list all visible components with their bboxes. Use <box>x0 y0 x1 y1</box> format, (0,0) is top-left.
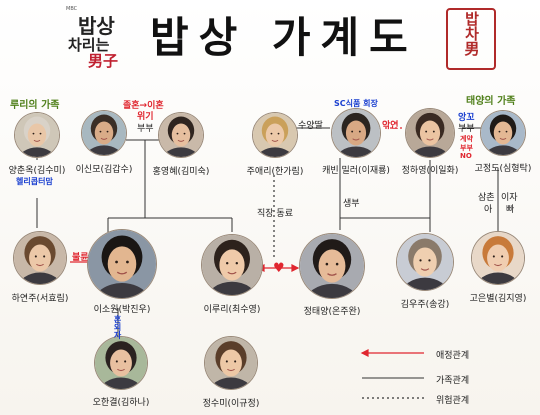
name-hong: 홍영혜(김미숙) <box>152 167 210 177</box>
arrow-right <box>291 264 300 272</box>
label-affair: 불륜 <box>72 253 89 263</box>
name-oh: 오한결(김하나) <box>92 398 150 408</box>
show-logo: MBC 밥상 차리는 男子 <box>66 6 136 72</box>
logo-line2: 차리는 <box>68 36 110 54</box>
label-helicopter-mom: 헬리콥터맘 <box>16 177 53 186</box>
name-jung_hwa: 정하영(이일화) <box>401 166 459 176</box>
label-couple-go: 부부 <box>458 124 475 134</box>
label-contract-3: NO <box>460 152 472 160</box>
name-ha: 하연주(서효림) <box>11 294 69 304</box>
portrait-lee_sw <box>88 230 156 298</box>
name-caven: 캐빈 밀러(이재룡) <box>322 166 390 176</box>
label-uncle-1: 삼촌 <box>478 193 495 203</box>
stamp-logo: 밥차男 <box>446 8 496 70</box>
name-lee_sinmo: 이신모(김갑수) <box>75 165 133 175</box>
portrait-jung_hwa <box>406 109 454 157</box>
label-adopted-daughter: 수양딸 <box>298 121 323 131</box>
name-go_jd: 고정도(심형탁) <box>474 164 532 174</box>
name-jung_ty: 정태양(온주완) <box>303 307 361 317</box>
portrait-kim_wj <box>397 234 453 290</box>
label-contract-2: 부부 <box>460 144 473 152</box>
logo-line1: 밥상 <box>78 14 115 38</box>
portrait-jung_sm <box>205 337 257 389</box>
label-divorce: 졸혼→이혼 <box>123 101 164 111</box>
heart-icon: ♥ <box>273 261 285 276</box>
label-contract-1: 계약 <box>460 135 473 143</box>
label-biological-father: 생부 <box>343 199 360 209</box>
label-illegitimate-child: 혼외자 <box>113 315 122 339</box>
group-label-taeyang: 태양의 가족 <box>466 96 516 107</box>
portrait-yang <box>15 113 59 157</box>
label-cousin-2: 빠 <box>506 205 515 215</box>
portrait-go_eb <box>472 232 524 284</box>
portrait-oh <box>95 337 147 389</box>
legend-love-arrow <box>360 349 369 357</box>
portrait-lee_sinmo <box>82 111 126 155</box>
name-ju: 주애리(한가림) <box>246 167 304 177</box>
portrait-ha <box>14 232 66 284</box>
label-bad-relation: 악연 <box>382 121 399 131</box>
label-coworker: 직장 동료 <box>257 209 293 219</box>
label-chairman: SC식품 회장 <box>334 99 378 108</box>
legend-family: 가족관계 <box>436 376 470 386</box>
legend-danger: 위험관계 <box>436 396 470 406</box>
stamp-text: 밥차男 <box>462 11 481 56</box>
label-couple-lee: 부부 <box>137 124 154 134</box>
logo-line3: 男子 <box>88 52 119 70</box>
label-uncle-2: 아 <box>484 205 493 215</box>
name-go_eb: 고은별(김지영) <box>469 294 527 304</box>
logo-small-text: MBC <box>66 6 78 12</box>
label-angko: 앙꼬 <box>458 113 475 123</box>
name-lee_sw: 이소원(박진우) <box>93 305 151 315</box>
portrait-ju <box>253 113 297 157</box>
portrait-jung_ty <box>300 234 364 298</box>
name-jung_sm: 정수미(이규정) <box>202 399 260 409</box>
name-kim_wj: 김우주(송강) <box>400 300 450 310</box>
page-title: 밥상 가계도 <box>150 13 418 62</box>
portrait-caven <box>332 109 380 157</box>
group-label-ruri: 루리의 가족 <box>10 100 60 111</box>
portrait-go_jd <box>481 111 525 155</box>
portrait-hong <box>159 113 203 157</box>
label-crisis: 위기 <box>137 112 154 122</box>
portrait-lee_ruri <box>202 235 262 295</box>
legend-love: 애정관계 <box>436 351 470 361</box>
name-yang: 양춘옥(김수미) <box>8 166 66 176</box>
label-cousin-1: 이자 <box>501 193 518 203</box>
name-lee_ruri: 이루리(최수영) <box>203 305 261 315</box>
